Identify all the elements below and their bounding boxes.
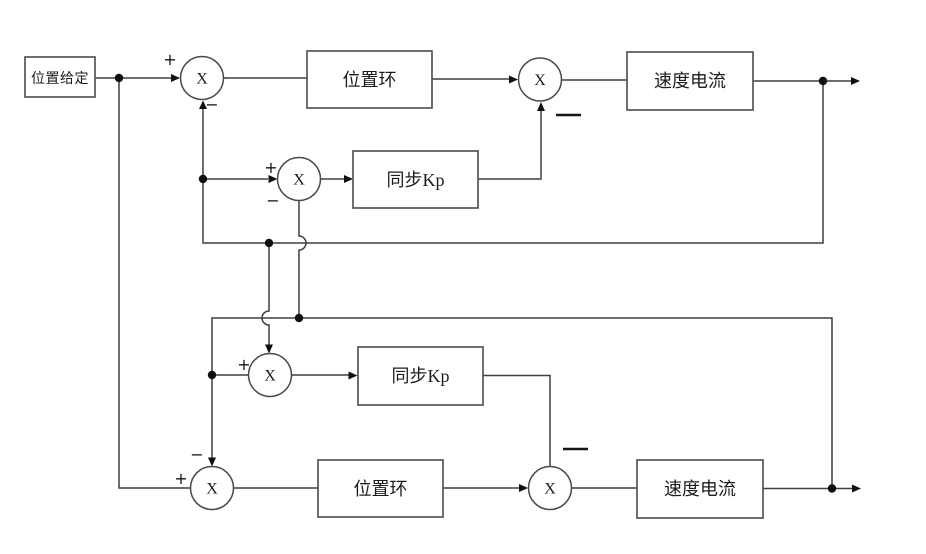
- junction-dot-feedback-top-branch: [198, 174, 208, 184]
- sum-junction-2-symbol: X: [534, 72, 546, 89]
- wire-sync-kp-top-to-sum2: [478, 111, 542, 180]
- block-speed-current-bottom: [636, 459, 764, 519]
- block-speed-current-bottom-label: 速度电流: [664, 479, 736, 499]
- arrowhead-into-sum2-bottom: [537, 102, 545, 111]
- minus-sign-sum1: −: [205, 95, 218, 114]
- junction-dot-crosslink-top: [264, 238, 274, 248]
- arrowhead-into-sync-kp-top: [344, 175, 353, 183]
- sum-junction-2: [517, 57, 563, 102]
- arrowhead-output-top: [851, 77, 860, 85]
- minus-sign-sum5: −: [190, 445, 203, 464]
- arrowhead-into-sum5-top: [208, 457, 216, 467]
- junction-dot-feedback-bottom-branch: [207, 370, 217, 380]
- plus-sign-sum4: +: [237, 355, 250, 374]
- arrowhead-into-sync-kp-bottom: [348, 371, 358, 380]
- sum-junction-4: [247, 352, 293, 398]
- arrowhead-into-sum1-bottom: [199, 100, 207, 109]
- minus-sign-sum3: −: [266, 191, 279, 210]
- sum-junction-1: [179, 55, 225, 101]
- arrowhead-into-sum6-left: [519, 484, 528, 492]
- junction-dot-crosslink-bottom: [294, 313, 304, 323]
- wire-sync-kp-bottom-to-sum6: [483, 374, 551, 467]
- sum-junction-3: [276, 156, 322, 202]
- sum-junction-3-symbol: X: [293, 172, 305, 189]
- wire-sum3-minus-from-bottom-feedback: [298, 200, 307, 316]
- block-sync-kp-top: [352, 150, 479, 209]
- sum-junction-4-symbol: X: [264, 368, 276, 385]
- block-sync-kp-top-label: 同步Kp: [387, 170, 445, 190]
- block-sync-kp-bottom-label: 同步Kp: [392, 366, 450, 386]
- block-speed-current-top: [626, 51, 754, 111]
- sum-junction-6: [527, 465, 573, 511]
- block-position-setpoint-label: 位置给定: [31, 71, 89, 87]
- arrowhead-into-sum3-left: [268, 175, 278, 183]
- wire-branch-to-sum4-top: [261, 243, 270, 345]
- junction-dot-output-bottom: [827, 484, 837, 493]
- block-position-loop-bottom-label: 位置环: [354, 479, 408, 499]
- block-position-loop-top-label: 位置环: [343, 70, 397, 90]
- junction-dot-output-top: [818, 76, 828, 86]
- arrowhead-into-sum1-left: [171, 74, 180, 82]
- junction-dot-setpoint-branch: [114, 73, 124, 83]
- sum-junction-1-symbol: X: [196, 71, 208, 88]
- sum-junction-5-symbol: X: [206, 481, 218, 498]
- sum-junction-6-symbol: X: [544, 481, 556, 498]
- arrowhead-into-sum2-left: [509, 75, 518, 84]
- block-position-setpoint: [24, 56, 96, 98]
- plus-sign-sum3: +: [264, 158, 277, 177]
- plus-sign-sum1: +: [163, 50, 176, 69]
- block-position-loop-top: [306, 50, 433, 109]
- arrowhead-output-bottom: [852, 484, 861, 493]
- wire-feedback-bottom: [211, 317, 833, 487]
- arrowhead-into-sum4-top: [265, 344, 273, 354]
- block-sync-kp-bottom: [357, 346, 484, 406]
- sum-junction-5: [189, 465, 235, 511]
- block-position-loop-bottom: [317, 459, 444, 518]
- plus-sign-sum5: +: [174, 469, 187, 488]
- block-speed-current-top-label: 速度电流: [654, 71, 726, 91]
- wire-setpoint-to-sum5: [118, 78, 191, 489]
